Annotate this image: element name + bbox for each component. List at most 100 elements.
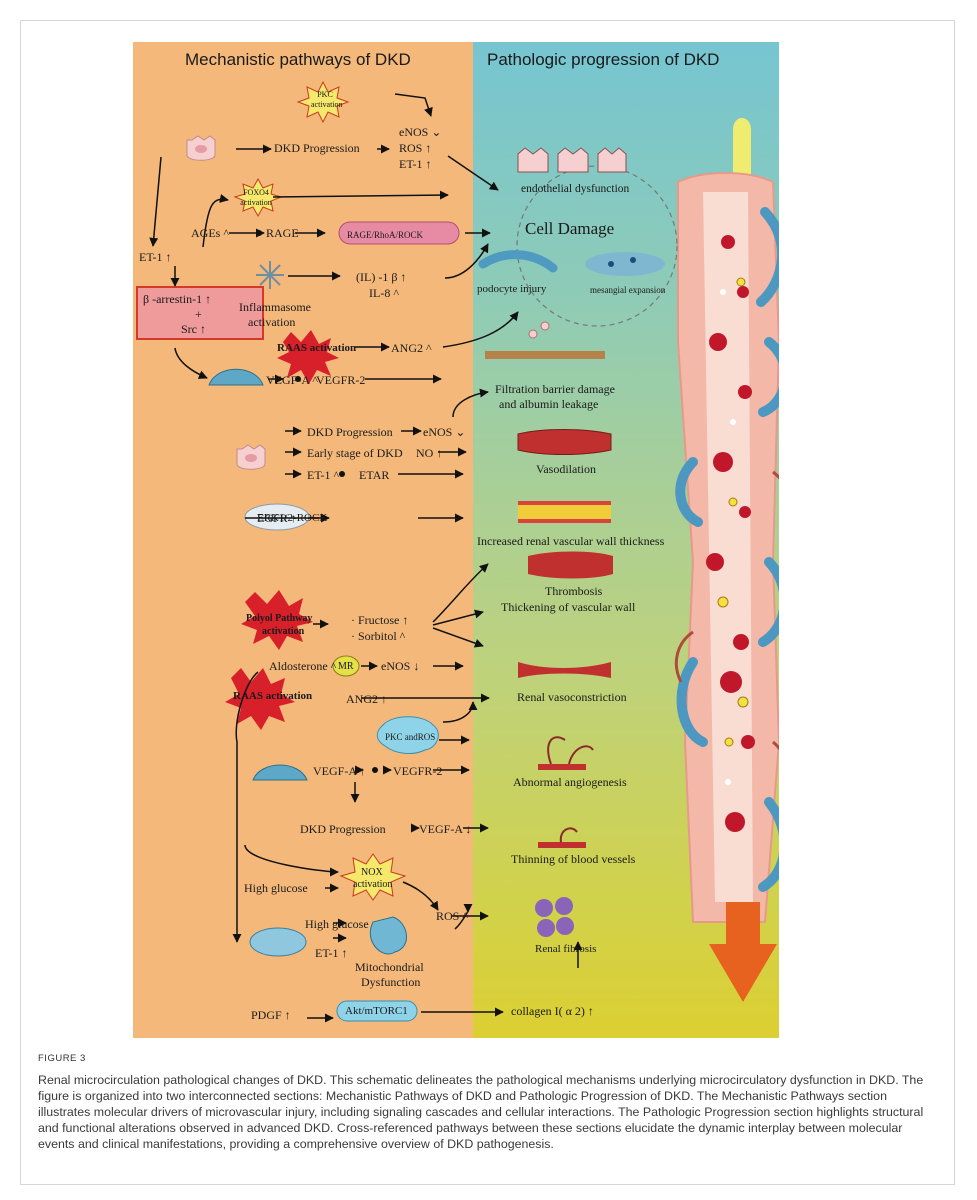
dkd-progression-label-2: DKD Progression [307, 425, 393, 439]
vegfr2-label-1: VEGFR-2 [316, 373, 366, 387]
raas-label-1: RAAS activation [277, 342, 357, 354]
mesangial-icon [585, 252, 665, 276]
vegfr2-label-2: VEGFR-2 [393, 764, 443, 778]
thin-vessel-icon [538, 842, 586, 848]
pkc-ros-label: PKC andROS [385, 732, 436, 742]
dkd-figure: Mechanistic pathways of DKD Pathologic p… [133, 42, 779, 1038]
mr-label: MR [338, 661, 354, 672]
polyol-burst-icon [241, 590, 313, 650]
il1b-label: (IL) -1 β ↑ [356, 270, 407, 284]
egfr-label: EGFR ↑ [257, 511, 297, 525]
barrestin-label-3: Src ↑ [181, 322, 206, 336]
ages-label: AGEs ^ [191, 226, 229, 240]
sorbitol-label: · Sorbitol ^ [351, 629, 406, 643]
vasodilation-label: Vasodilation [536, 462, 596, 476]
vegf-cell-icon-2 [252, 764, 308, 781]
vasodilation-icon [517, 429, 612, 455]
ang2-label-2: ANG2 ↑ [346, 692, 387, 706]
wall-thickness-label: Increased renal vascular wall thickness [477, 534, 665, 548]
mr-ellipse [332, 655, 360, 677]
raas-burst-icon-1 [277, 330, 339, 384]
filtration-barrier-label-1: Filtration barrier damage [495, 382, 615, 396]
enos-label-1: eNOS ⌄ [399, 125, 442, 139]
etar-label: ETAR [359, 468, 390, 482]
il8-label: IL-8 ^ [369, 286, 399, 300]
angiogenesis-label: Abnormal angiogenesis [513, 775, 627, 789]
pathologic-title: Pathologic progression of DKD [487, 50, 720, 69]
inflammasome-label-1: Inflammasome [239, 300, 311, 314]
pdgf-label: PDGF ↑ [251, 1008, 291, 1022]
polyol-label-2: activation [262, 626, 305, 637]
akt-mtorc1-pill [336, 1000, 418, 1022]
thinning-label: Thinning of blood vessels [511, 852, 636, 866]
figure-caption: Renal microcirculation pathological chan… [38, 1073, 924, 1151]
renal-fibrosis-label: Renal fibrosis [535, 943, 597, 955]
rage-rhoa-rock-label: RAGE/RhoA/ROCK [347, 230, 424, 240]
vegfa-label-1: VEGF-A ^ [266, 373, 318, 387]
diagram-graphics [136, 80, 779, 1023]
cell-damage-label: Cell Damage [525, 219, 615, 238]
podocyte-icon [478, 250, 558, 273]
ros-label-1: ROS ↑ [399, 141, 432, 155]
inflammasome-icon [256, 261, 284, 289]
mechanistic-title: Mechanistic pathways of DKD [185, 50, 411, 69]
filtration-barrier-label-2: and albumin leakage [499, 397, 599, 411]
mito-label-2: Dysfunction [361, 975, 421, 989]
foxo4-label: FOXO4 activation [240, 188, 272, 207]
pkc-activation-label: PKC activation [311, 90, 343, 109]
ang2-label-1: ANG2 ^ [391, 341, 432, 355]
figure-label: FIGURE 3 [38, 1053, 86, 1064]
endothelial-dysfunction-label: endothelial dysfunction [521, 183, 630, 195]
pathway-arrows [149, 93, 583, 1023]
dkd-progression-label-1: DKD Progression [274, 141, 360, 155]
nox-label-1: NOX [361, 867, 383, 878]
mito-label-1: Mitochondrial [355, 960, 424, 974]
mitochondria-icon [249, 927, 307, 957]
early-stage-label: Early stage of DKD [307, 446, 403, 460]
vegfa-label-2: VEGF-A ↑ [313, 764, 366, 778]
fructose-label: · Fructose ↑ [351, 613, 409, 627]
erk-rock-label: ERK1/2-ROCK [257, 512, 328, 524]
vasoconstriction-label: Renal vasoconstriction [517, 690, 627, 704]
mechanistic-panel [133, 42, 473, 1038]
et1-label-3: ET-1 ^ [307, 468, 340, 482]
nox-burst-icon [339, 853, 407, 901]
vasoconstriction-icon [518, 662, 611, 678]
raas-burst-icon-2 [225, 668, 295, 730]
pkc-burst-icon [296, 80, 350, 124]
mito-dysfunction-icon [370, 916, 407, 955]
akt-mtorc1-label: Akt/mTORC1 [345, 1005, 408, 1017]
thrombosis-icon [528, 551, 613, 579]
collagen-label: collagen I( α 2) ↑ [511, 1004, 594, 1018]
thickening-label: Thickening of vascular wall [501, 600, 636, 614]
high-glucose-label-1: High glucose [244, 881, 308, 895]
barrestin-label-1: β -arrestin-1 ↑ [143, 292, 212, 306]
raas-label-2: RAAS activation [233, 690, 313, 702]
filtration-barrier-icon [485, 351, 605, 359]
thrombosis-label: Thrombosis [545, 584, 603, 598]
ros-label-2: ROS ^ [436, 909, 468, 923]
vegf-cell-icon-1 [208, 368, 264, 386]
renal-fibrosis-icon [535, 897, 574, 937]
rage-rhoa-rock-pill [338, 221, 460, 245]
barrestin-label-2: + [195, 307, 202, 321]
vegfa-label-3: VEGF-A ↓ [419, 822, 472, 836]
no-label: NO ↑ [416, 446, 443, 460]
barrestin-box [136, 286, 264, 340]
aldosterone-label: Aldosterone ^ [269, 659, 337, 673]
rage-label: RAGE [266, 226, 299, 240]
enos-label-3: eNOS ↓ [381, 659, 420, 673]
et1-label-4: ET-1 ↑ [315, 946, 348, 960]
enos-label-2: eNOS ⌄ [423, 425, 466, 439]
podocyte-injury-label: podocyte injury [477, 283, 547, 295]
polyol-label-1: Polyol Pathway [246, 613, 313, 624]
et1-label-2: ET-1 ↑ [139, 250, 172, 264]
inflammasome-label-2: activation [248, 315, 296, 329]
nox-label-2: activation [353, 879, 393, 890]
endothelial-dysfunction-icon [517, 147, 627, 173]
pkc-ros-cloud [376, 716, 439, 754]
inhibition-markers [256, 230, 378, 773]
cell-damage-circle [516, 165, 678, 327]
dkd-progression-label-3: DKD Progression [300, 822, 386, 836]
high-glucose-label-2: High glucose [305, 917, 369, 931]
